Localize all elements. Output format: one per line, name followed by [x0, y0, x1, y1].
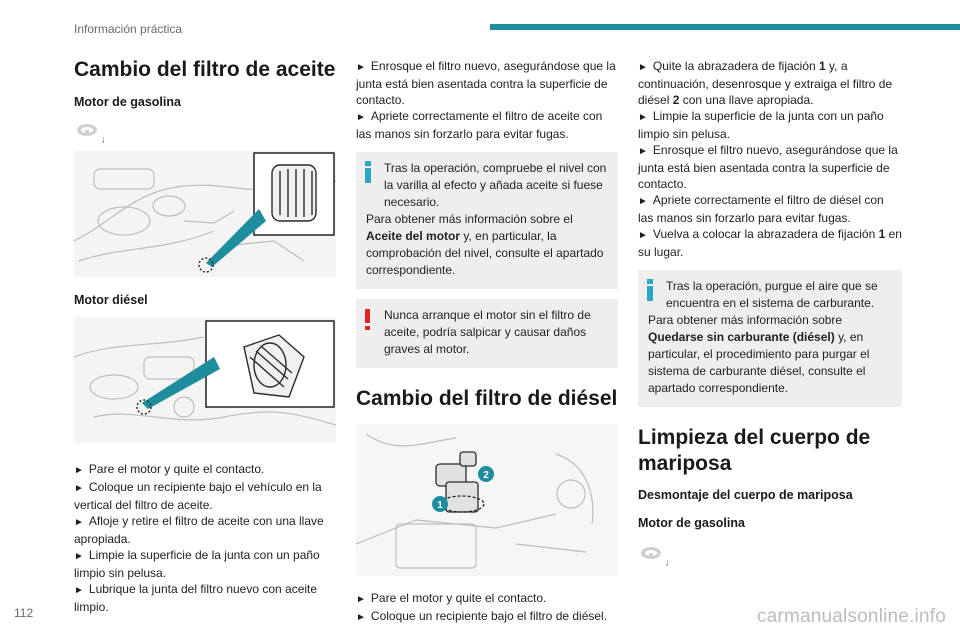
diesel-step-4: ►Limpie la superficie de la junta con un…	[638, 109, 884, 141]
oil-step-4: ►Limpie la superficie de la junta con un…	[74, 547, 320, 580]
running-header: Información práctica	[74, 22, 183, 36]
header-accent-bar	[490, 24, 960, 30]
oil-step-1: ►Pare el motor y quite el contacto.	[74, 461, 265, 476]
diesel-info-box: Tras la operación, purgue el aire que se…	[638, 270, 902, 407]
diesel-engine-heading: Motor diésel	[74, 292, 148, 307]
diesel-step-3: ►Quite la abrazadera de fijación 1 y, a …	[638, 59, 893, 107]
column-2: ►Enrosque el filtro nuevo, asegurándose …	[356, 52, 618, 626]
oil-step-3: ►Afloje y retire el filtro de aceite con…	[74, 513, 324, 546]
column-1: Cambio del filtro de aceite Motor de gas…	[74, 52, 336, 615]
info-icon	[365, 161, 371, 183]
petrol-engine-heading: Motor de gasolina	[74, 94, 181, 109]
svg-text:↓: ↓	[664, 559, 668, 568]
info-icon	[647, 279, 653, 301]
throttle-removal-heading: Desmontaje del cuerpo de mariposa	[638, 488, 853, 503]
section-title-throttle-body: Limpieza del cuerpo de mariposa	[638, 426, 871, 475]
oil-step-5: ►Lubrique la junta del filtro nuevo con …	[74, 581, 318, 614]
diesel-step-2: ►Coloque un recipiente bajo el filtro de…	[356, 608, 608, 623]
watermark: carmanualsonline.info	[756, 606, 946, 627]
oil-step-7: ►Apriete correctamente el filtro de acei…	[356, 109, 603, 141]
callout-2-badge	[478, 465, 494, 482]
section-title-oil-filter: Cambio del filtro de aceite	[74, 58, 336, 81]
petrol-engine-image	[74, 150, 336, 277]
oil-warning-box: Nunca arranque el motor sin el filtro de…	[356, 299, 618, 368]
column-3: ►Quite la abrazadera de fijación 1 y, a …	[638, 52, 902, 568]
throttle-petrol-heading: Motor de gasolina	[638, 516, 745, 531]
callout-1-label: 1	[437, 500, 443, 511]
diesel-engine-image	[74, 316, 336, 443]
callout-2-label: 2	[483, 470, 489, 481]
diesel-info-reference: Para obtener más información sobre Queda…	[648, 313, 870, 395]
warning-icon	[365, 309, 371, 331]
oil-step-2: ►Coloque un recipiente bajo el vehículo …	[74, 479, 322, 512]
oil-info-box: Tras la operación, compruebe el nivel co…	[356, 152, 618, 289]
callout-1-badge	[432, 495, 448, 512]
diesel-filter-image: 1 2	[356, 423, 618, 576]
diesel-step-5: ►Enrosque el filtro nuevo, asegurándose …	[638, 143, 898, 191]
diesel-info-text: Tras la operación, purgue el aire que se…	[666, 279, 878, 310]
steering-wheel-icon: ↓	[638, 544, 671, 568]
section-title-diesel-filter: Cambio del filtro de diésel	[356, 387, 618, 410]
svg-text:↓: ↓	[100, 136, 104, 145]
diesel-step-6: ►Apriete correctamente el filtro de diés…	[638, 193, 884, 225]
oil-info-text: Tras la operación, compruebe el nivel co…	[384, 161, 607, 209]
oil-info-reference: Para obtener más información sobre el Ac…	[366, 212, 604, 277]
oil-warning-text: Nunca arranque el motor sin el filtro de…	[384, 308, 591, 356]
diesel-step-7: ►Vuelva a colocar la abrazadera de fijac…	[638, 227, 902, 259]
page-number: 112	[14, 606, 34, 620]
diesel-step-1: ►Pare el motor y quite el contacto.	[356, 590, 547, 605]
oil-step-6: ►Enrosque el filtro nuevo, asegurándose …	[356, 59, 616, 107]
steering-wheel-icon: ↓	[74, 121, 107, 145]
